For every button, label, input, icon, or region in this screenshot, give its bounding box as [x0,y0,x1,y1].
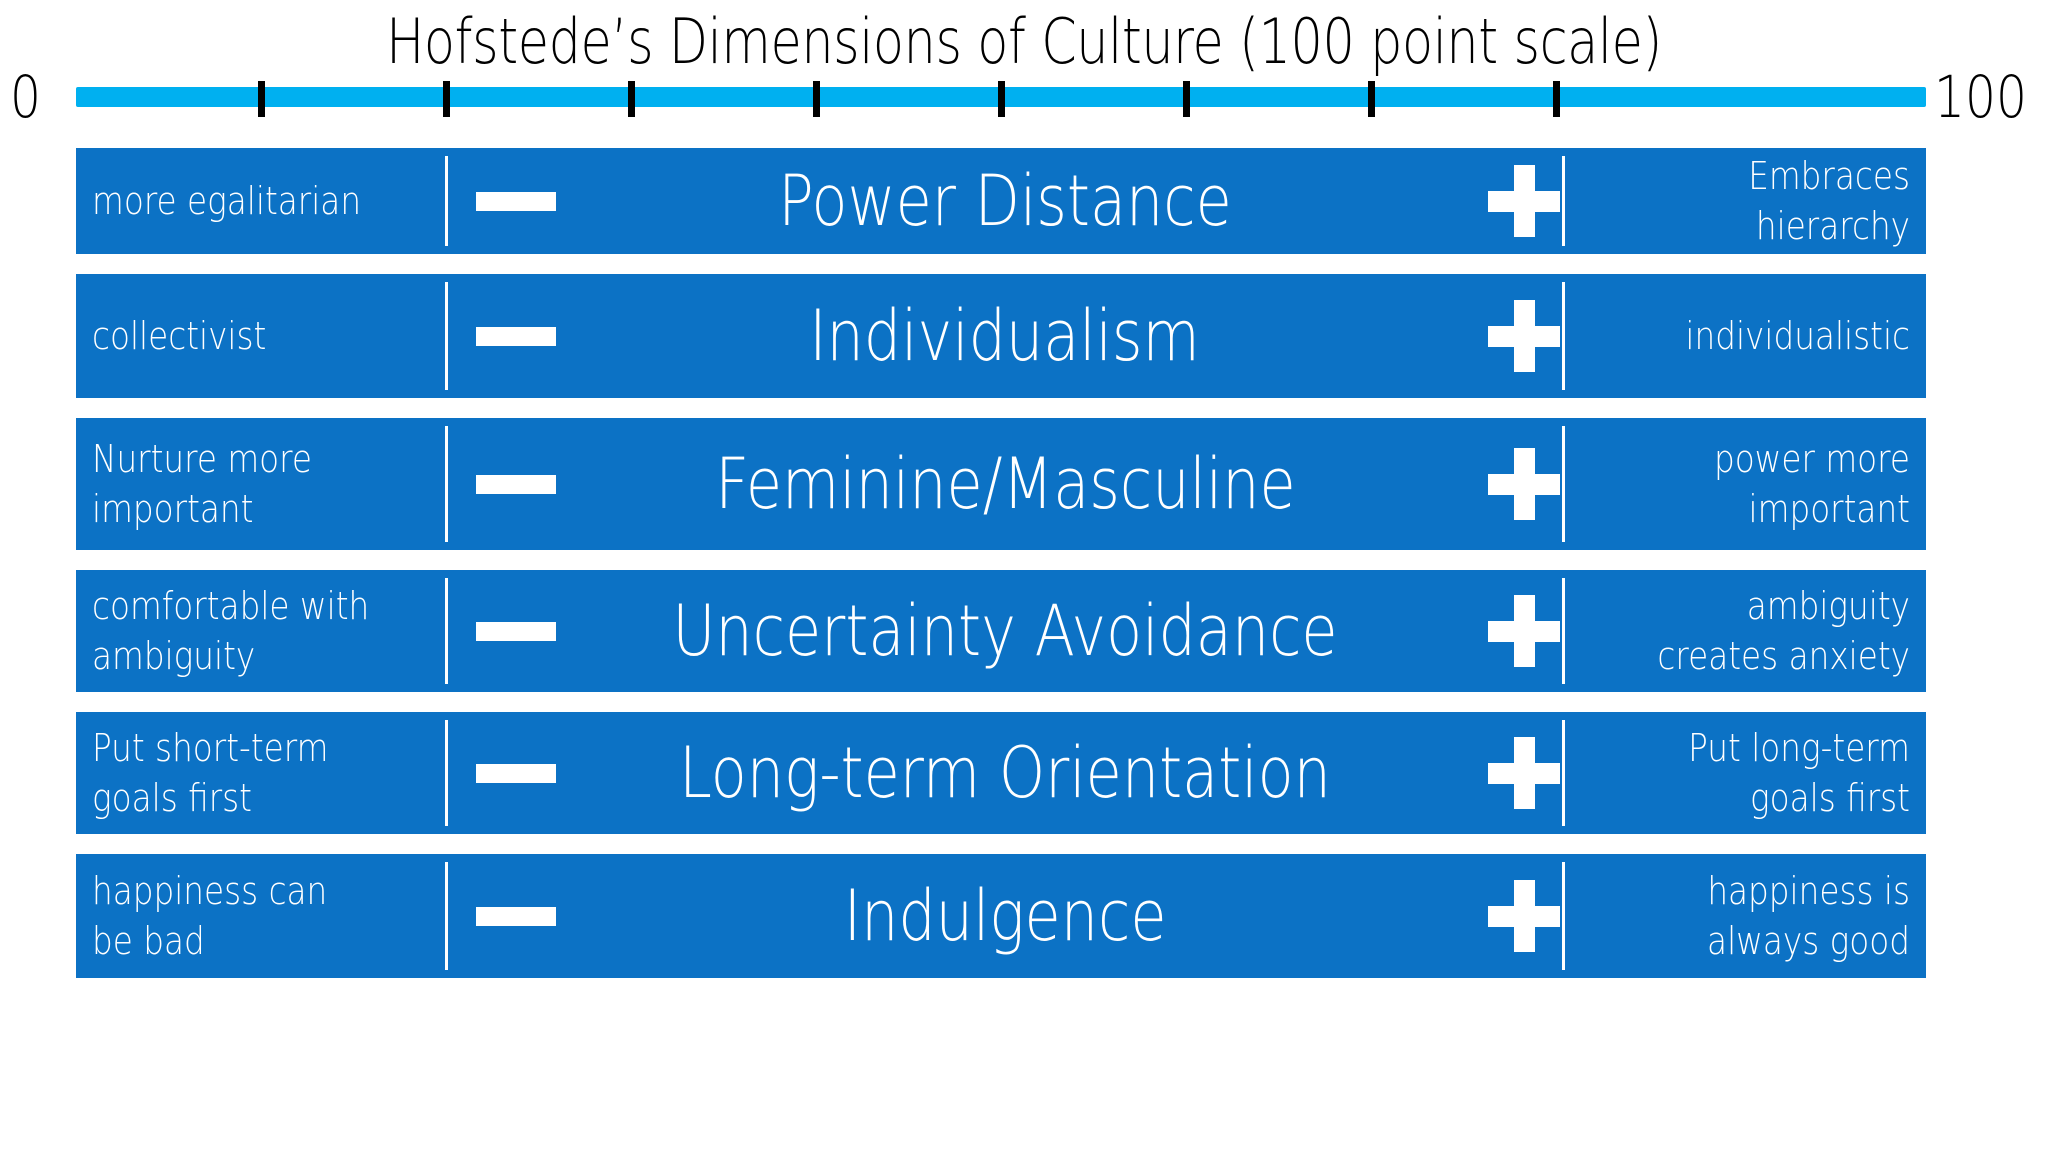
scale-axis: 0 100 [0,68,2048,128]
minus-sign-icon [476,327,556,346]
left-pole-cell: collectivist [76,274,436,398]
right-pole-cell: Embraces hierarchy [1565,148,1926,254]
plus-sign-icon [1488,300,1560,372]
right-pole-label: happiness is always good [1707,869,1910,963]
minus-sign-icon [476,192,556,211]
left-divider [445,720,448,826]
minus-sign-icon [476,475,556,494]
dimension-label: Uncertainty Avoidance [672,590,1338,672]
dimension-cell: Power Distance [448,148,1562,254]
scale-min-label: 0 [10,63,42,131]
right-pole-cell: Put long-term goals first [1565,712,1926,834]
dimension-label: Long-term Orientation [679,732,1331,814]
scale-tick-60 [1183,81,1190,117]
plus-vertical-bar [1514,737,1535,809]
dimension-row[interactable]: comfortable with ambiguity Uncertainty Av… [76,570,1926,692]
scale-tick-10 [258,81,265,117]
dimension-row[interactable]: happiness can be bad Indulgence happiness … [76,854,1926,978]
scale-tick-50 [998,81,1005,117]
dimension-row[interactable]: Nurture more important Feminine/Masculine… [76,418,1926,550]
minus-sign-icon [476,764,556,783]
right-pole-label: individualistic [1685,314,1910,358]
plus-sign-icon [1488,448,1560,520]
left-divider [445,282,448,390]
left-pole-label: Nurture more important [92,437,312,531]
dimension-row[interactable]: more egalitarian Power Distance Embraces h… [76,148,1926,254]
right-pole-label: power more important [1713,437,1910,531]
scale-tick-20 [443,81,450,117]
right-pole-cell: individualistic [1565,274,1926,398]
left-divider [445,862,448,970]
left-pole-cell: happiness can be bad [76,854,436,978]
scale-tick-30 [628,81,635,117]
right-pole-label: ambiguity creates anxiety [1657,584,1910,678]
scale-tick-group [76,78,1926,120]
right-pole-cell: happiness is always good [1565,854,1926,978]
left-pole-cell: comfortable with ambiguity [76,570,436,692]
dimension-label: Individualism [809,295,1201,377]
right-divider [1562,578,1565,684]
plus-vertical-bar [1514,448,1535,520]
right-pole-label: Put long-term goals first [1688,726,1910,820]
left-pole-cell: more egalitarian [76,148,436,254]
dimension-row[interactable]: collectivist Individualism individualistic [76,274,1926,398]
plus-sign-icon [1488,165,1560,237]
left-pole-label: comfortable with ambiguity [92,584,370,678]
right-pole-label: Embraces hierarchy [1748,154,1910,248]
dimension-cell: Feminine/Masculine [448,418,1562,550]
left-pole-label: happiness can be bad [92,869,328,963]
dimension-cell: Long-term Orientation [448,712,1562,834]
left-divider [445,578,448,684]
dimension-cell: Individualism [448,274,1562,398]
right-pole-cell: power more important [1565,418,1926,550]
dimension-cell: Indulgence [448,854,1562,978]
left-divider [445,426,448,542]
right-divider [1562,426,1565,542]
scale-max-label: 100 [1934,63,2028,131]
left-pole-label: more egalitarian [92,179,362,223]
plus-vertical-bar [1514,880,1535,952]
right-divider [1562,156,1565,246]
scale-tick-70 [1368,81,1375,117]
dimension-label: Power Distance [778,160,1232,242]
scale-tick-80 [1553,81,1560,117]
dimension-cell: Uncertainty Avoidance [448,570,1562,692]
minus-sign-icon [476,622,556,641]
right-pole-cell: ambiguity creates anxiety [1565,570,1926,692]
dimension-row-list: more egalitarian Power Distance Embraces h… [76,148,1926,978]
right-divider [1562,282,1565,390]
plus-sign-icon [1488,595,1560,667]
scale-tick-40 [813,81,820,117]
dimension-label: Indulgence [843,875,1167,957]
dimension-row[interactable]: Put short-term goals first Long-term Orie… [76,712,1926,834]
left-pole-cell: Put short-term goals first [76,712,436,834]
plus-vertical-bar [1514,300,1535,372]
dimension-label: Feminine/Masculine [714,443,1296,525]
left-pole-label: collectivist [92,314,267,358]
plus-sign-icon [1488,737,1560,809]
plus-vertical-bar [1514,165,1535,237]
right-divider [1562,720,1565,826]
plus-sign-icon [1488,880,1560,952]
left-pole-label: Put short-term goals first [92,726,329,820]
left-pole-cell: Nurture more important [76,418,436,550]
left-divider [445,156,448,246]
page-title: Hofstede’s Dimensions of Culture (100 po… [386,5,1662,78]
minus-sign-icon [476,907,556,926]
plus-vertical-bar [1514,595,1535,667]
right-divider [1562,862,1565,970]
